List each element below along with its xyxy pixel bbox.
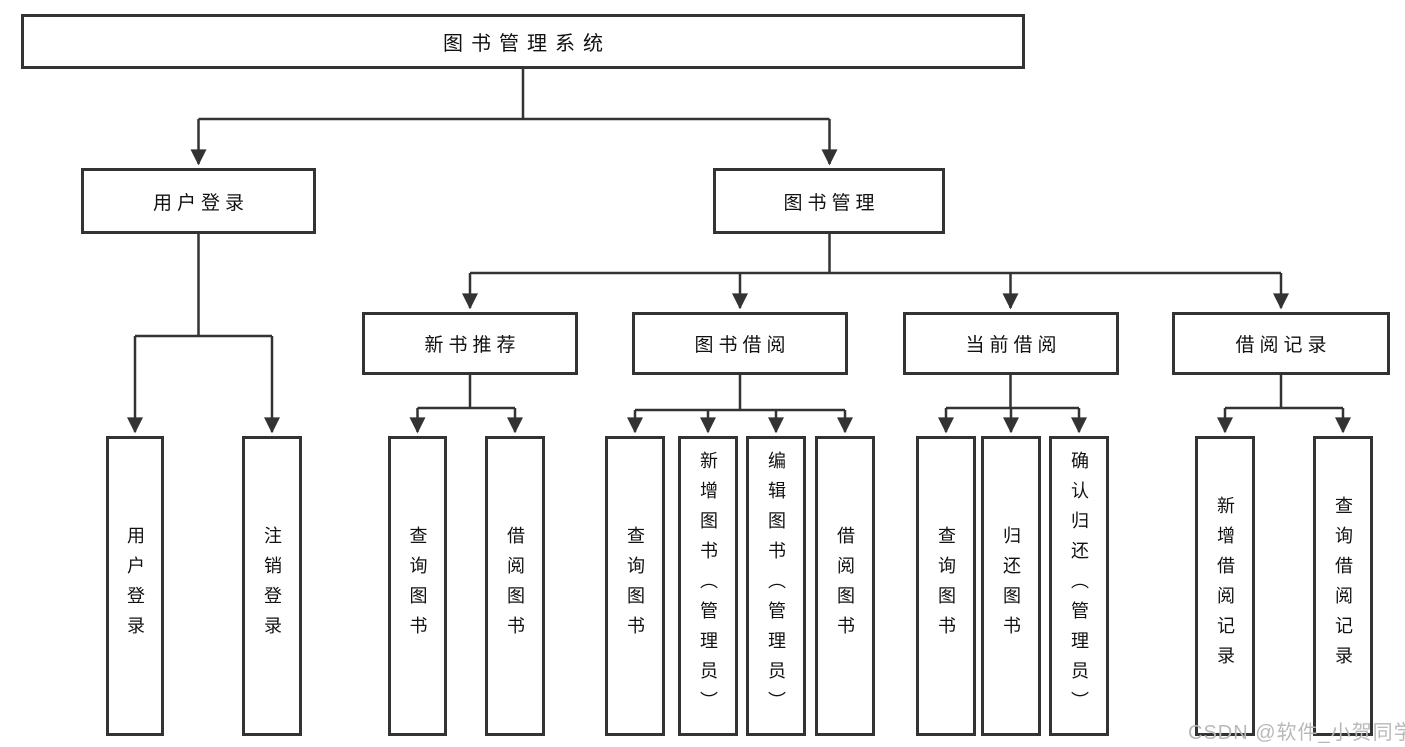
leaf-query-books-3: 查询图书 [916, 436, 976, 736]
leaf-borrow-books-2-label: 借阅图书 [835, 526, 855, 646]
node-new-book-recommend: 新书推荐 [362, 312, 578, 375]
leaf-user-login: 用户登录 [106, 436, 164, 736]
leaf-add-borrow-record: 新增借阅记录 [1195, 436, 1255, 736]
leaf-logout: 注销登录 [242, 436, 302, 736]
leaf-logout-label: 注销登录 [262, 526, 282, 646]
csdn-watermark: CSDN @软件_小贺同学 [1188, 722, 1405, 744]
node-book-borrow: 图书借阅 [632, 312, 848, 375]
leaf-borrow-books-1: 借阅图书 [485, 436, 545, 736]
leaf-return-books-label: 归还图书 [1001, 526, 1021, 646]
leaf-query-borrow-record: 查询借阅记录 [1313, 436, 1373, 736]
leaf-query-books-3-label: 查询图书 [936, 526, 956, 646]
node-book-management: 图书管理 [713, 168, 945, 234]
leaf-user-login-label: 用户登录 [125, 526, 145, 646]
node-user-login: 用户登录 [81, 168, 316, 234]
leaf-query-books-1-label: 查询图书 [407, 526, 428, 646]
leaf-add-borrow-record-label: 新增借阅记录 [1215, 496, 1235, 676]
leaf-borrow-books-2: 借阅图书 [815, 436, 875, 736]
leaf-query-books-1: 查询图书 [388, 436, 447, 736]
leaf-edit-books-admin-label: 编辑图书（管理员） [766, 451, 786, 721]
leaf-return-books: 归还图书 [981, 436, 1041, 736]
leaf-add-books-admin-label: 新增图书（管理员） [698, 451, 718, 721]
leaf-query-borrow-record-label: 查询借阅记录 [1333, 496, 1353, 676]
node-current-borrow: 当前借阅 [903, 312, 1119, 375]
leaf-query-books-2-label: 查询图书 [625, 526, 645, 646]
node-root: 图书管理系统 [21, 14, 1025, 69]
leaf-edit-books-admin: 编辑图书（管理员） [746, 436, 806, 736]
leaf-borrow-books-1-label: 借阅图书 [505, 526, 525, 646]
leaf-confirm-return-admin-label: 确认归还（管理员） [1069, 451, 1089, 721]
leaf-query-books-2: 查询图书 [605, 436, 665, 736]
leaf-confirm-return-admin: 确认归还（管理员） [1049, 436, 1109, 736]
node-borrow-records: 借阅记录 [1172, 312, 1390, 375]
leaf-add-books-admin: 新增图书（管理员） [678, 436, 738, 736]
